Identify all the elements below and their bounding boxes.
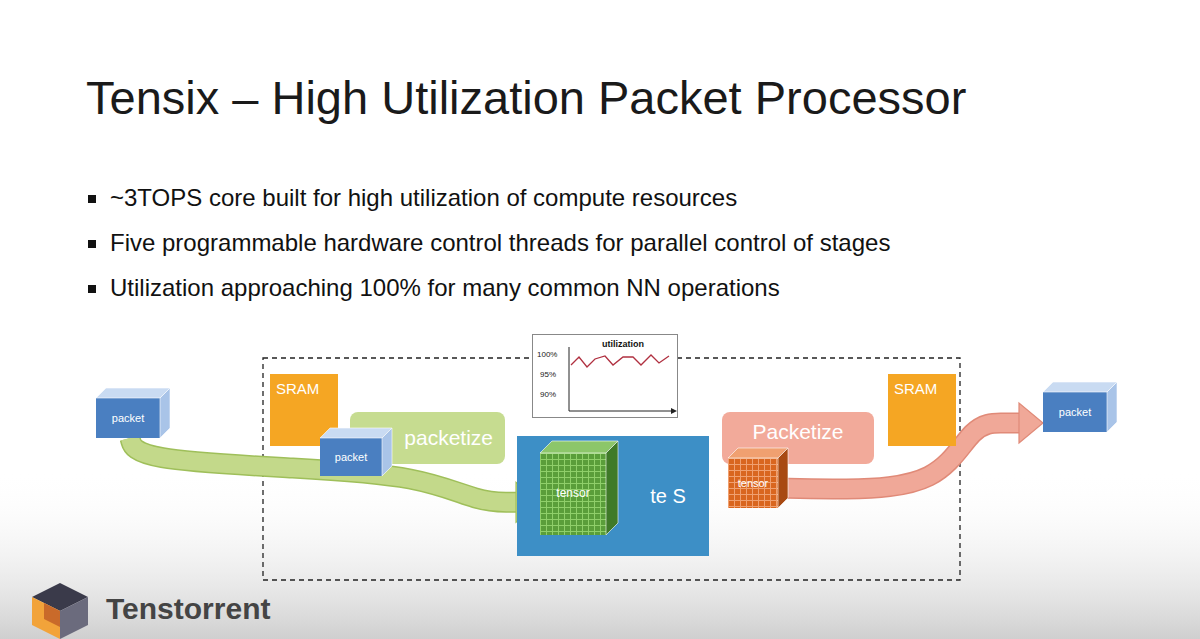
arrow-head <box>1019 403 1043 443</box>
node-text: Packetize <box>752 420 843 444</box>
bullet-text: Utilization approaching 100% for many co… <box>110 274 780 302</box>
logo-cube <box>32 583 88 639</box>
node-text: packet <box>335 451 367 464</box>
tensor-cube: tensor <box>728 458 778 508</box>
packet-cube: packet <box>1043 392 1107 432</box>
node-text: packetize <box>404 426 493 450</box>
bullet-marks <box>88 195 96 293</box>
bullet-text: Five programmable hardware control threa… <box>110 229 890 257</box>
node-text: utilization <box>602 339 644 349</box>
cube-side <box>160 388 170 438</box>
logo-left <box>32 597 60 639</box>
cube-side <box>382 428 392 476</box>
cube-side <box>606 441 618 535</box>
bullet-square <box>88 285 96 293</box>
sram-block: SRAM <box>270 374 338 446</box>
logo-right <box>60 597 88 639</box>
cube-top <box>96 388 170 398</box>
axis-tick: 95% <box>540 370 556 379</box>
cube-top <box>728 448 788 458</box>
bullet-square <box>88 195 96 203</box>
node-text: SRAM <box>894 380 937 397</box>
logo-wordmark: Tenstorrent <box>106 592 270 626</box>
axis-tick: 100% <box>537 350 557 359</box>
node-text: packet <box>1059 406 1091 419</box>
packet-cube: packet <box>96 398 160 438</box>
x-axis <box>569 411 671 412</box>
packet-cube: packet <box>320 438 382 476</box>
node-text: tensor <box>556 487 589 501</box>
bullet-text: ~3TOPS core built for high utilization o… <box>110 184 737 212</box>
node-text: te S <box>647 485 689 508</box>
tensor-cube: tensor <box>540 453 606 535</box>
cube-side <box>778 448 788 508</box>
bullet-square <box>88 240 96 248</box>
compute-engine: tensor te S <box>517 436 709 556</box>
cube-side <box>1107 382 1117 432</box>
cube-top <box>540 441 618 453</box>
node-text: SRAM <box>276 380 319 397</box>
cube-top <box>320 428 392 438</box>
y-axis <box>569 347 570 411</box>
node-text: tensor <box>738 477 769 490</box>
axis-arrow <box>671 408 677 414</box>
slide-title: Tensix – High Utilization Packet Process… <box>86 70 966 125</box>
packetize-stage: Packetize <box>722 412 874 464</box>
node-text: packet <box>112 412 144 425</box>
utilization-line <box>571 355 669 367</box>
axis-tick: 90% <box>540 390 556 399</box>
cube-top <box>1043 382 1117 392</box>
sram-block: SRAM <box>888 374 956 446</box>
logo-inner <box>44 603 60 627</box>
